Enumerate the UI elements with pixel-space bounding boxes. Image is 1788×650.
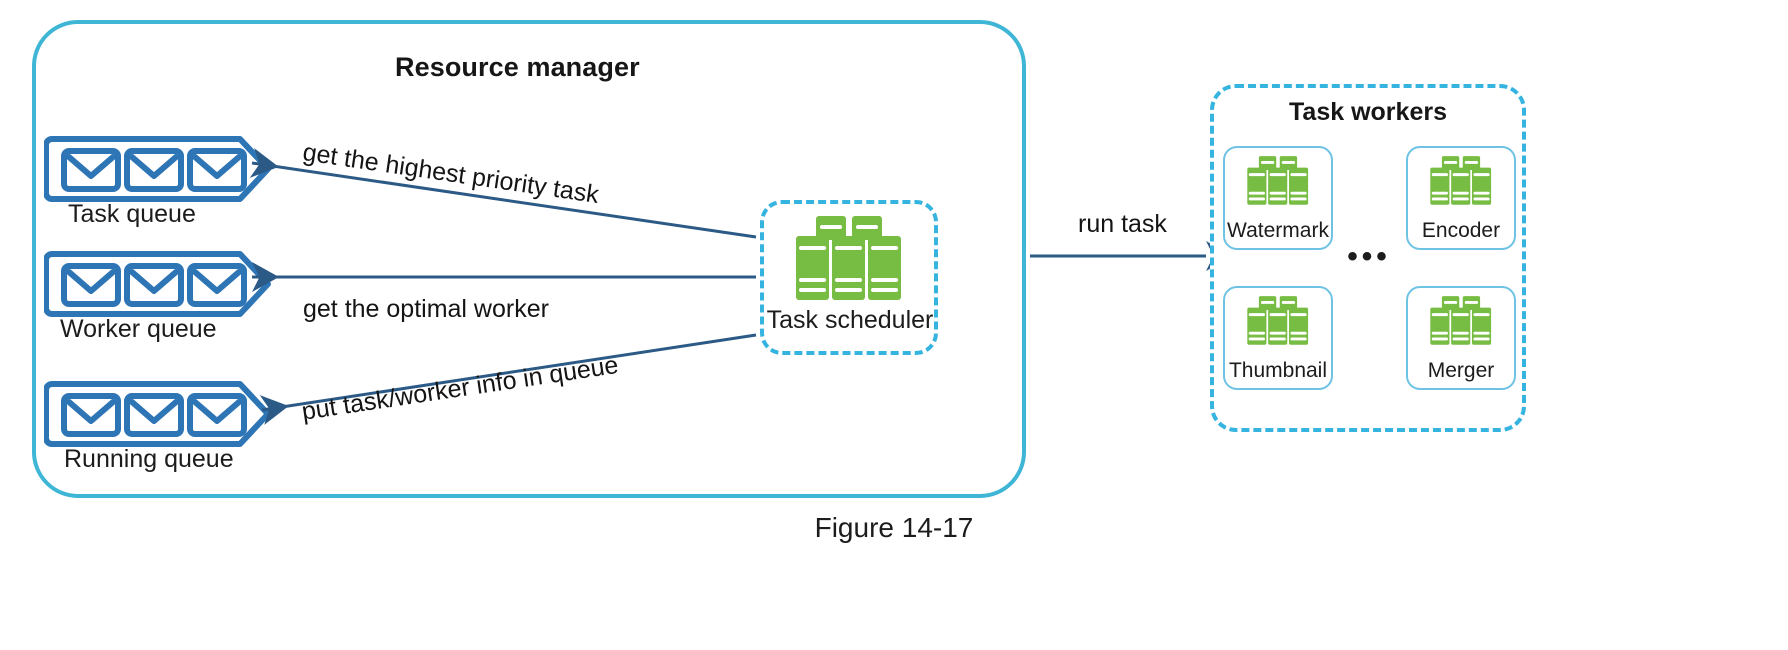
arrow-label-get-optimal-worker: get the optimal worker <box>303 295 549 323</box>
task-queue-label: Task queue <box>68 200 196 228</box>
run-task-label: run task <box>1078 210 1167 238</box>
server-rack-icon <box>1245 156 1311 211</box>
running-queue-shape <box>43 378 276 450</box>
worker-queue-label: Worker queue <box>60 315 217 343</box>
server-rack-icon <box>1245 296 1311 351</box>
server-rack-icon <box>1428 296 1494 351</box>
task-scheduler-label: Task scheduler <box>766 306 934 334</box>
queue-envelopes-icon <box>43 381 271 447</box>
worker-label: Thumbnail <box>1228 359 1328 382</box>
worker-queue-shape <box>43 248 276 320</box>
workers-ellipsis: ••• <box>1347 240 1391 273</box>
worker-label: Watermark <box>1227 219 1329 242</box>
queue-envelopes-icon <box>43 251 271 317</box>
figure-caption: Figure 14-17 <box>814 512 974 543</box>
server-rack-icon <box>792 216 906 307</box>
worker-card-encoder[interactable]: Encoder <box>1406 146 1516 250</box>
worker-label: Merger <box>1427 359 1495 382</box>
task-workers-title: Task workers <box>1289 98 1447 126</box>
worker-card-thumbnail[interactable]: Thumbnail <box>1223 286 1333 390</box>
worker-card-watermark[interactable]: Watermark <box>1223 146 1333 250</box>
server-rack-icon <box>1428 156 1494 211</box>
task-queue-shape <box>43 133 276 205</box>
queue-envelopes-icon <box>43 136 271 202</box>
resource-manager-title: Resource manager <box>395 52 640 82</box>
worker-label: Encoder <box>1421 219 1501 242</box>
running-queue-label: Running queue <box>64 445 234 473</box>
worker-card-merger[interactable]: Merger <box>1406 286 1516 390</box>
